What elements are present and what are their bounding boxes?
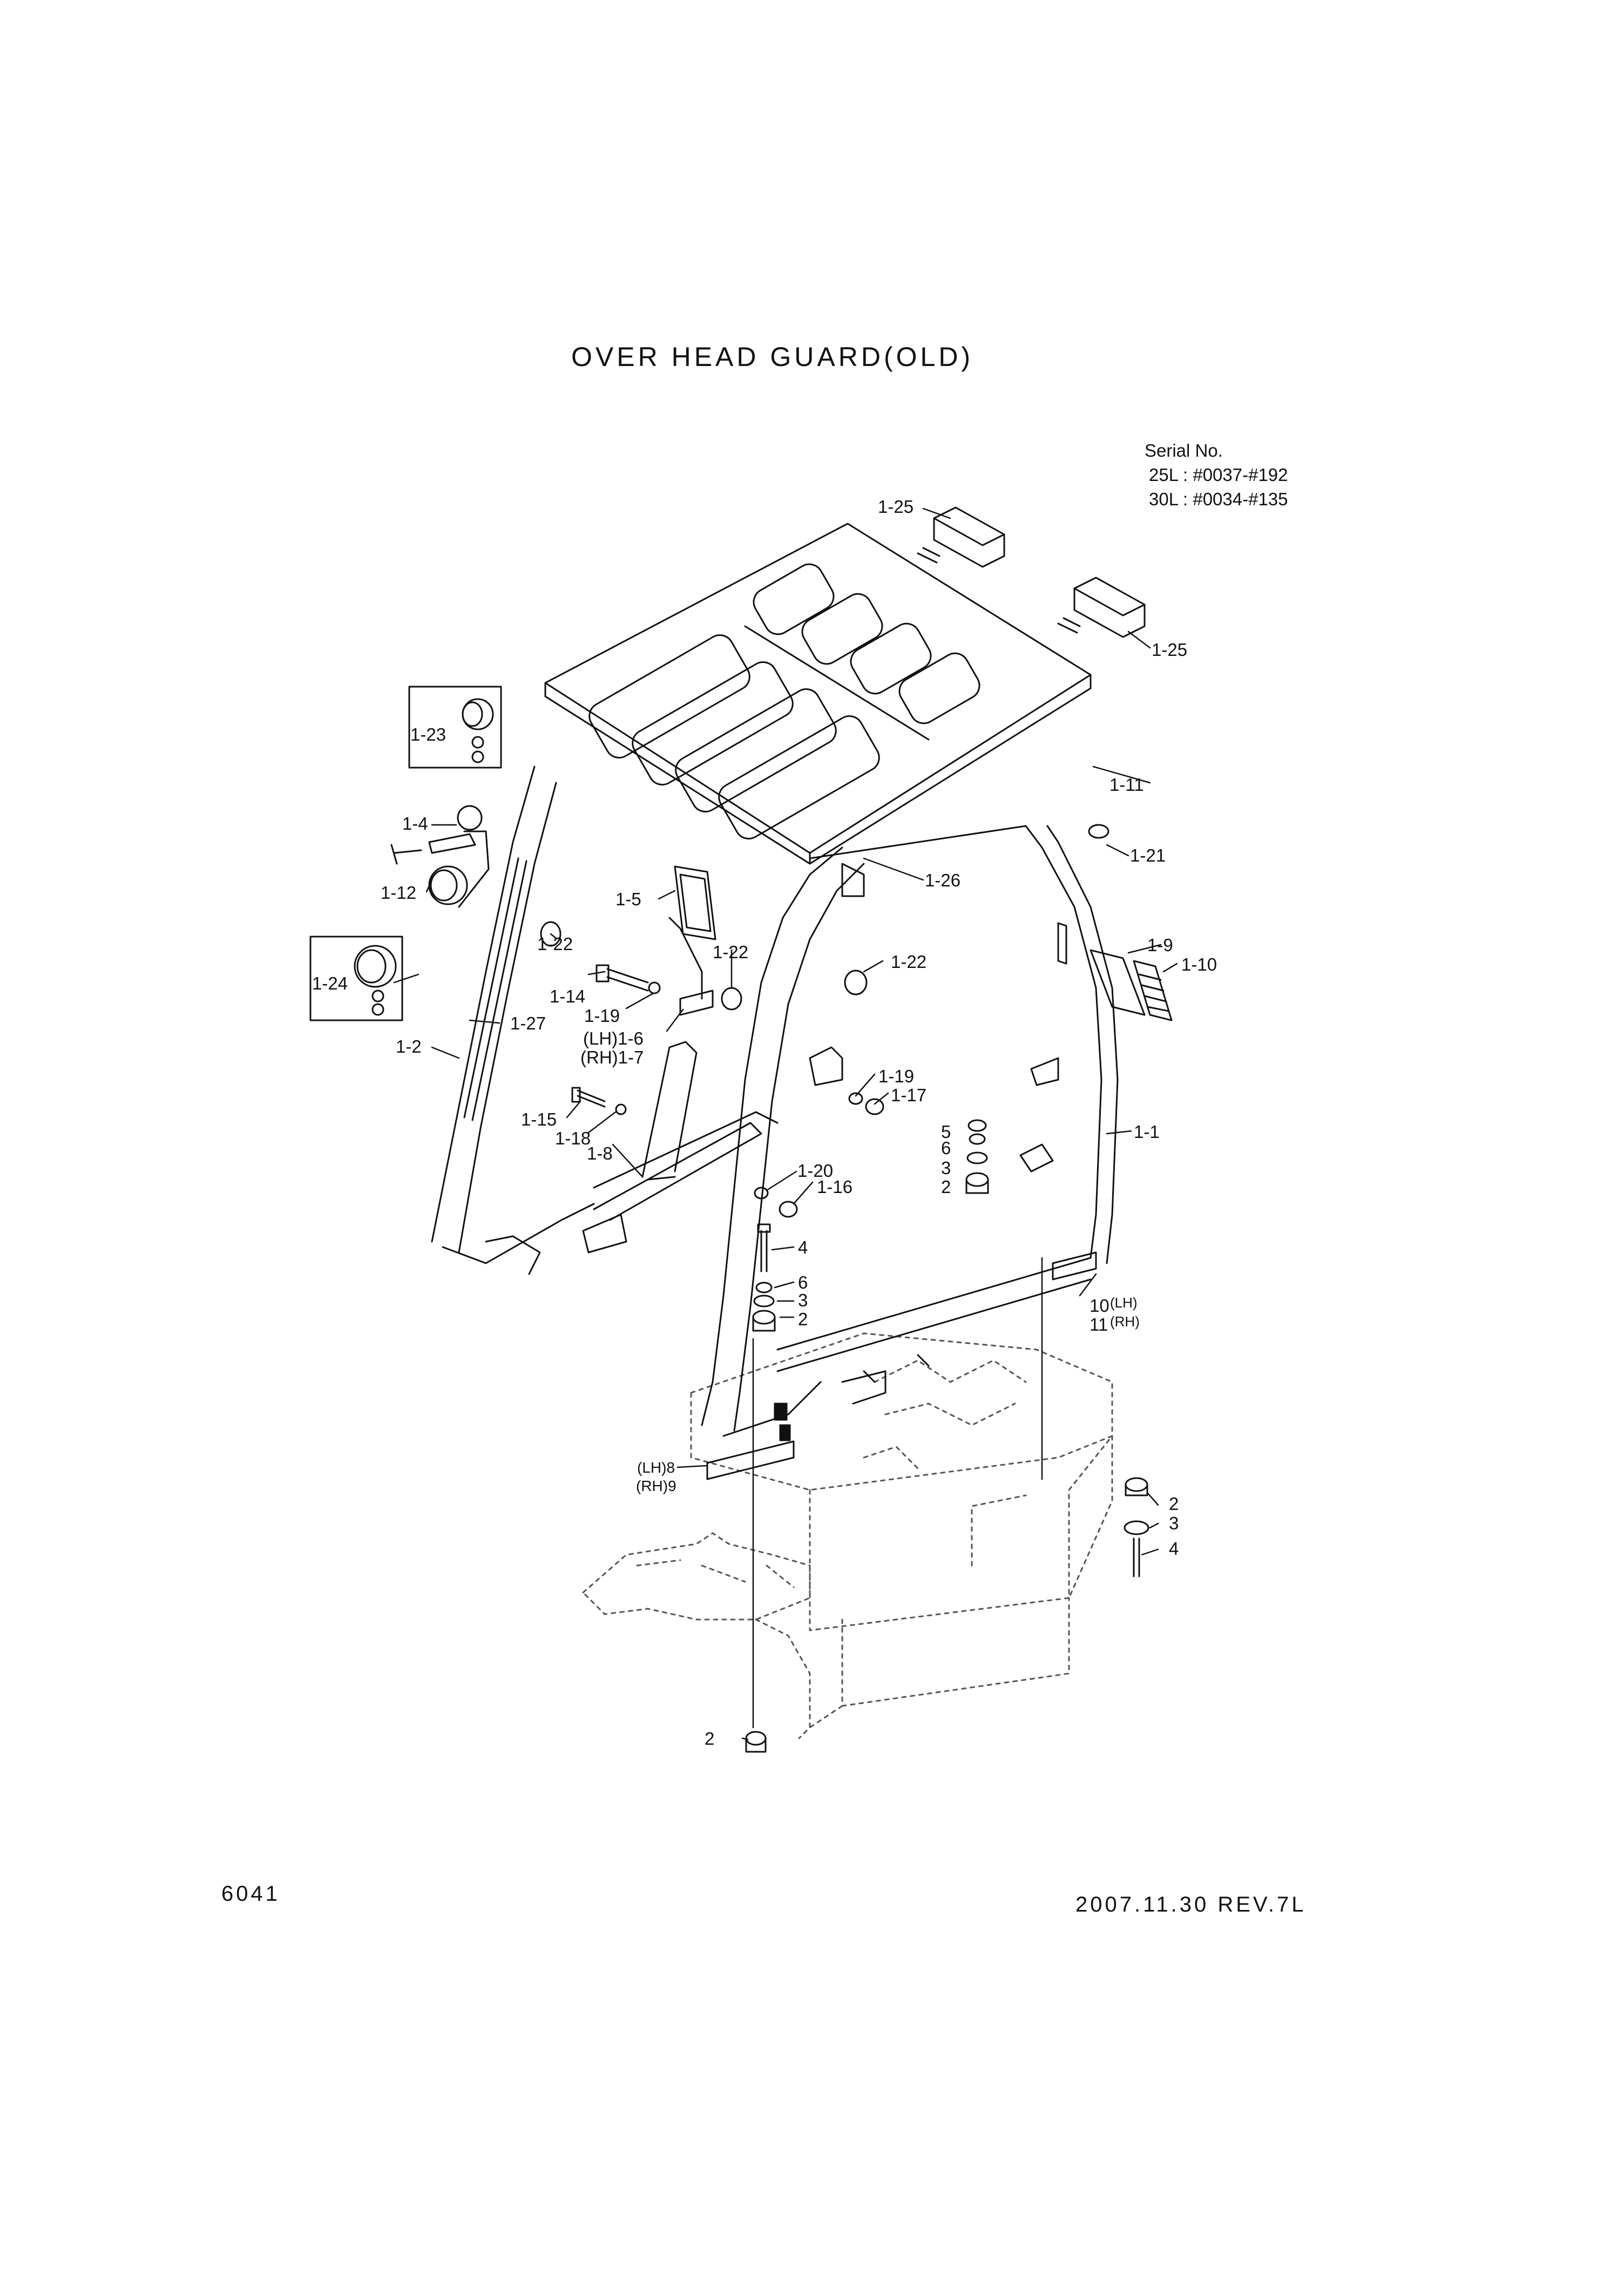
light-detail-box-1-24 <box>309 936 403 1021</box>
callout-1-17: 1-17 <box>891 1085 926 1105</box>
callout-1-5: 1-5 <box>615 889 641 909</box>
roof-lamp-left <box>917 506 1005 568</box>
revision-date: 2007.11.30 REV.7L <box>1075 1893 1307 1916</box>
callout-lh-8: (LH)8 <box>637 1459 675 1476</box>
serial-line-30l: 30L : #0034-#135 <box>1149 489 1288 509</box>
callout-4-upper: 4 <box>798 1237 808 1257</box>
callout-1-9: 1-9 <box>1147 935 1173 955</box>
callout-3-upper: 3 <box>941 1158 951 1178</box>
front-rail-1-27 <box>463 857 527 1121</box>
callout-2-rear: 2 <box>1169 1494 1179 1514</box>
callout-1-22-center: 1-22 <box>713 942 748 962</box>
callout-2-lower: 2 <box>798 1309 808 1329</box>
callout-rh-1-7: (RH)1-7 <box>580 1047 644 1067</box>
callout-10-lh: (LH) <box>1110 1295 1138 1311</box>
callout-4-rear: 4 <box>1169 1539 1179 1559</box>
roof-lamp-right <box>1057 577 1146 638</box>
rear-mount-brackets <box>809 863 1059 1173</box>
callout-1-11: 1-11 <box>1109 775 1144 795</box>
callout-2-bottom: 2 <box>705 1729 714 1749</box>
callout-6-lower: 6 <box>798 1272 808 1292</box>
callout-1-12: 1-12 <box>381 883 416 903</box>
callout-1-21: 1-21 <box>1130 845 1166 865</box>
page-number: 6041 <box>221 1882 280 1906</box>
callout-3-lower: 3 <box>798 1290 808 1310</box>
callout-1-26: 1-26 <box>925 870 960 890</box>
side-grille <box>1057 922 1173 1021</box>
callout-1-14: 1-14 <box>550 986 585 1006</box>
bolt-1-15 <box>571 1087 627 1115</box>
callout-3-rear: 3 <box>1169 1513 1179 1533</box>
light-detail-box-1-23 <box>408 686 502 769</box>
callout-1-2: 1-2 <box>396 1036 422 1056</box>
callout-1-20: 1-20 <box>797 1161 833 1181</box>
callout-lh-1-6: (LH)1-6 <box>583 1028 644 1048</box>
callout-1-19-upper: 1-19 <box>584 1006 620 1026</box>
hardware-pads <box>540 824 1149 1753</box>
chassis-dashed-outline <box>582 1332 1113 1739</box>
callout-labels: 1-25 1-25 1-23 1-11 1-4 1-21 1-12 1-26 1… <box>312 497 1217 1749</box>
callout-6-upper: 6 <box>941 1138 951 1158</box>
callout-1-27: 1-27 <box>510 1013 546 1033</box>
callout-2-upper: 2 <box>941 1177 951 1197</box>
overhead-guard-frame <box>431 765 1119 1437</box>
serial-number-block: Serial No. 25L : #0037-#192 30L : #0034-… <box>1145 438 1288 511</box>
callout-1-24: 1-24 <box>312 973 348 993</box>
callout-rh-9: (RH)9 <box>636 1478 676 1494</box>
work-light-assembly <box>390 805 490 908</box>
rear-view-mirror <box>668 865 716 1016</box>
callout-10: 10 <box>1090 1296 1109 1316</box>
grab-handle <box>641 1041 698 1181</box>
callout-1-1: 1-1 <box>1134 1122 1160 1142</box>
bolt-1-14 <box>596 964 661 994</box>
serial-heading: Serial No. <box>1145 441 1223 460</box>
serial-line-25l: 25L : #0037-#192 <box>1149 465 1288 485</box>
callout-1-4: 1-4 <box>402 814 428 834</box>
callout-1-10: 1-10 <box>1181 954 1217 974</box>
callout-1-23: 1-23 <box>410 724 446 744</box>
callout-1-15: 1-15 <box>521 1109 557 1129</box>
step-plate-8-9 <box>706 1403 795 1480</box>
callout-1-25-right: 1-25 <box>1152 640 1187 660</box>
callout-1-22-right: 1-22 <box>891 952 926 972</box>
callout-11-rh: (RH) <box>1110 1313 1140 1330</box>
step-plate-10-11 <box>1052 1251 1097 1280</box>
callout-1-25-left: 1-25 <box>878 497 914 517</box>
callout-1-22-left: 1-22 <box>537 934 573 954</box>
roof-panel <box>544 523 1092 865</box>
callout-1-16: 1-16 <box>817 1177 852 1197</box>
callout-5: 5 <box>941 1122 951 1142</box>
callout-11: 11 <box>1090 1315 1108 1334</box>
leader-lines <box>393 507 1178 1740</box>
callout-1-18: 1-18 <box>555 1128 591 1148</box>
callout-1-8: 1-8 <box>587 1143 613 1163</box>
page-title: OVER HEAD GUARD(OLD) <box>571 342 974 372</box>
callout-1-19-lower: 1-19 <box>878 1066 914 1086</box>
